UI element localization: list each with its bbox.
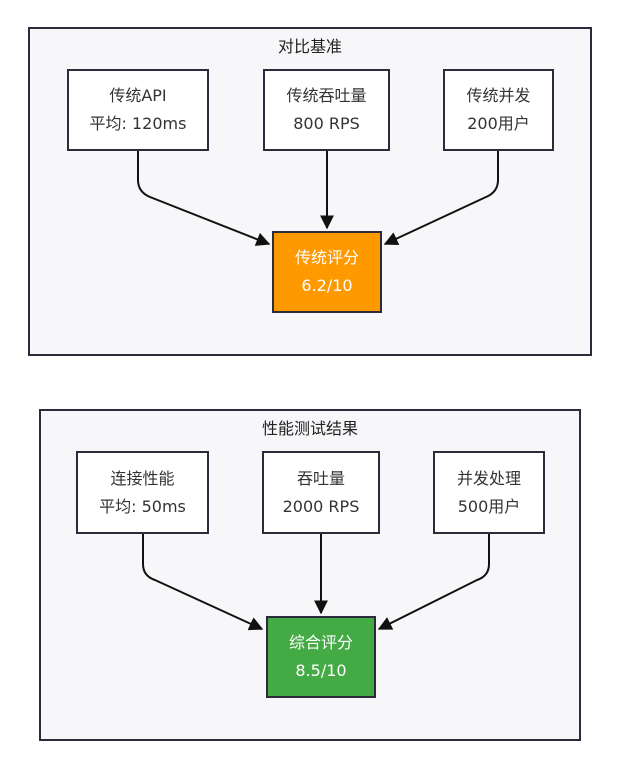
results-concurrency-label: 并发处理: [456, 468, 521, 488]
baseline-throughput-node: 传统吞吐量 800 RPS: [263, 69, 390, 151]
baseline-api-value: 平均: 120ms: [89, 114, 187, 133]
results-group-title: 性能测试结果: [261, 419, 358, 438]
baseline-concurrency-label: 传统并发: [466, 86, 531, 105]
results-concurrency-value: 500用户: [457, 496, 521, 516]
results-throughput-label: 吞吐量: [296, 468, 345, 488]
edge-baseline-concurrency-to-score: [383, 151, 499, 246]
baseline-concurrency-value: 200用户: [467, 114, 530, 133]
results-connection-value: 平均: 50ms: [99, 496, 186, 516]
edge-results-concurrency-to-score: [377, 534, 490, 630]
results-throughput-node: 吞吐量 2000 RPS: [262, 451, 380, 534]
baseline-concurrency-node: 传统并发 200用户: [443, 69, 554, 151]
baseline-throughput-label: 传统吞吐量: [286, 86, 367, 105]
results-score-value: 8.5/10: [295, 661, 347, 680]
edge-results-connection-to-score: [142, 534, 264, 631]
baseline-api-label: 传统API: [109, 86, 167, 105]
baseline-api-node: 传统API 平均: 120ms: [67, 69, 209, 151]
baseline-group-title: 对比基准: [277, 37, 342, 56]
baseline-score-label: 传统评分: [294, 248, 359, 267]
results-score-node: 综合评分 8.5/10: [266, 616, 376, 698]
results-throughput-value: 2000 RPS: [282, 496, 360, 516]
edge-baseline-api-to-score: [137, 151, 271, 246]
baseline-score-node: 传统评分 6.2/10: [272, 231, 382, 313]
results-connection-label: 连接性能: [110, 468, 175, 488]
results-concurrency-node: 并发处理 500用户: [433, 451, 545, 534]
baseline-score-value: 6.2/10: [301, 276, 353, 295]
results-score-label: 综合评分: [288, 633, 353, 652]
results-connection-node: 连接性能 平均: 50ms: [76, 451, 209, 534]
baseline-throughput-value: 800 RPS: [293, 114, 360, 133]
